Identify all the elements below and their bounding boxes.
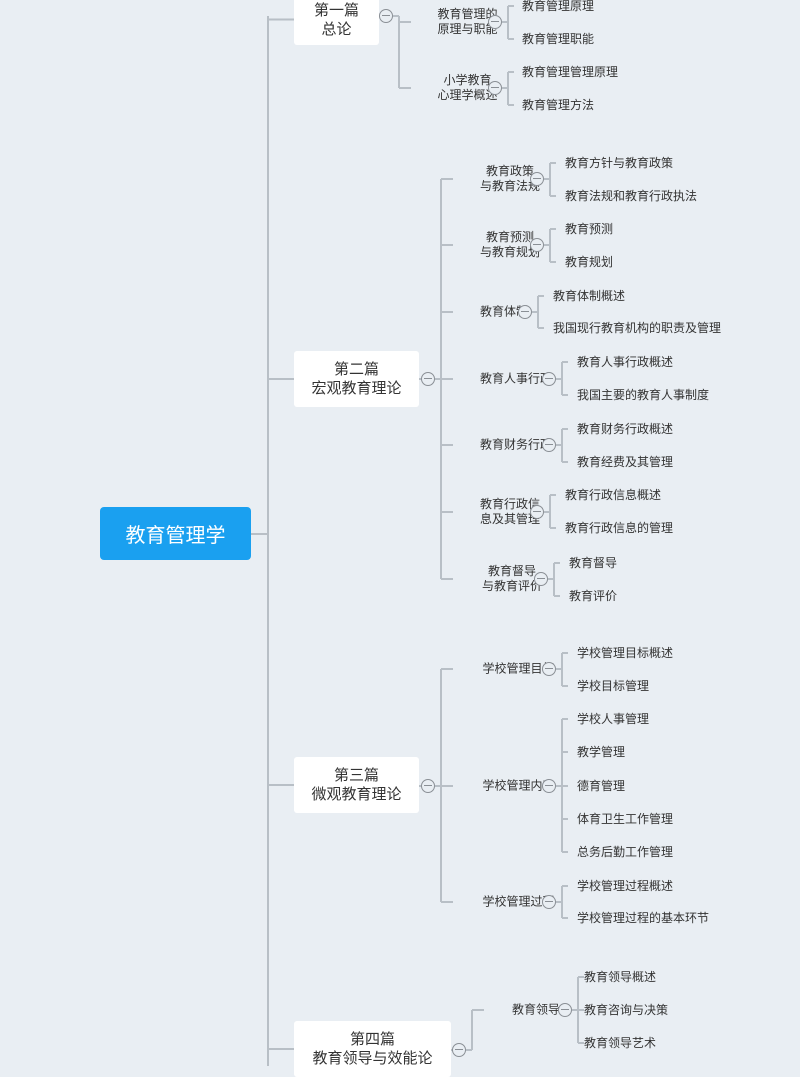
root-node[interactable]: 教育管理学 [100,507,251,560]
topic-node[interactable]: 教育督导与教育评价 [482,564,542,594]
topic-label-line: 小学教育 [443,73,492,87]
leaf-node[interactable]: 德育管理 [577,779,626,793]
leaf-node[interactable]: 教育方针与教育政策 [565,156,674,170]
part-node-4[interactable]: 第四篇教育领导与效能论 [294,1021,451,1077]
leaf-node[interactable]: 教育规划 [565,255,614,269]
topic-collapse-icon[interactable] [530,172,544,186]
topic-node[interactable]: 学校管理目标 [482,662,554,677]
topic-label-line: 教育领导 [511,1002,561,1017]
leaf-node[interactable]: 学校人事管理 [577,712,650,726]
leaf-node[interactable]: 我国主要的教育人事制度 [577,388,710,402]
leaf-node[interactable]: 教学管理 [577,745,626,759]
part-title: 第三篇 [333,766,379,784]
topic-label-line: 教育体制 [479,304,529,319]
part-node-1[interactable]: 第一篇总论 [294,0,379,45]
leaf-node[interactable]: 学校管理目标概述 [577,646,674,660]
part-node-3[interactable]: 第三篇微观教育理论 [294,757,419,813]
topic-node[interactable]: 教育财务行政 [480,438,552,453]
leaf-node[interactable]: 我国现行教育机构的职责及管理 [553,321,722,335]
leaf-node[interactable]: 教育管理原理 [522,0,595,13]
topic-node[interactable]: 教育体制 [480,305,528,320]
topic-label-line: 教育预测 [485,230,535,244]
topic-collapse-icon[interactable] [558,1003,572,1017]
topic-collapse-icon[interactable] [488,15,502,29]
leaf-node[interactable]: 教育行政信息概述 [565,488,662,502]
leaf-node[interactable]: 体育卫生工作管理 [577,812,674,826]
root-label: 教育管理学 [125,523,226,547]
topic-label-line: 息及其管理 [479,512,541,526]
leaf-node[interactable]: 教育领导艺术 [584,1036,657,1050]
topic-label-line: 原理与职能 [437,22,498,36]
leaf-node[interactable]: 教育预测 [565,222,614,236]
topic-collapse-icon[interactable] [542,662,556,676]
topic-collapse-icon[interactable] [534,572,548,586]
topic-label-line: 学校管理目标 [482,661,555,676]
part-node-2[interactable]: 第二篇宏观教育理论 [294,351,419,407]
leaf-node[interactable]: 教育人事行政概述 [577,355,674,369]
topic-node[interactable]: 教育人事行政 [480,372,552,387]
topic-collapse-icon[interactable] [542,438,556,452]
part-collapse-icon[interactable] [421,779,435,793]
leaf-node[interactable]: 教育行政信息的管理 [565,521,674,535]
topic-label-line: 教育政策 [485,164,535,178]
part-collapse-icon[interactable] [452,1043,466,1057]
topic-label-line: 心理学概述 [437,88,498,102]
leaf-node[interactable]: 学校管理过程的基本环节 [577,911,710,925]
topic-label-line: 教育管理的 [437,7,498,21]
topic-node[interactable]: 小学教育心理学概述 [437,73,497,103]
topic-label-line: 与教育评价 [481,579,543,593]
leaf-node[interactable]: 教育经费及其管理 [577,455,674,469]
leaf-node[interactable]: 教育管理方法 [522,98,595,112]
topic-label-line: 教育财务行政 [479,437,553,452]
topic-label-line: 与教育规划 [479,245,541,259]
leaf-node[interactable]: 教育财务行政概述 [577,422,674,436]
part-title: 第一篇 [313,0,359,19]
topic-collapse-icon[interactable] [542,895,556,909]
topic-node[interactable]: 学校管理过程 [482,895,554,910]
part-title: 第二篇 [333,360,379,378]
leaf-node[interactable]: 学校目标管理 [577,679,650,693]
topic-label-line: 学校管理内容 [482,778,555,793]
topic-label-line: 学校管理过程 [482,894,555,909]
part-subtitle: 总论 [321,19,352,38]
topic-label-line: 教育督导 [487,564,537,578]
leaf-node[interactable]: 教育评价 [569,589,618,603]
part-collapse-icon[interactable] [379,9,393,23]
topic-node[interactable]: 教育政策与教育法规 [480,164,540,194]
leaf-node[interactable]: 教育督导 [569,556,618,570]
leaf-node[interactable]: 教育管理管理原理 [522,65,619,79]
leaf-node[interactable]: 教育管理职能 [522,32,595,46]
leaf-node[interactable]: 教育体制概述 [553,289,626,303]
part-subtitle: 宏观教育理论 [311,379,402,397]
topic-node[interactable]: 教育预测与教育规划 [480,230,540,260]
topic-node[interactable]: 教育管理的原理与职能 [437,7,497,37]
leaf-node[interactable]: 教育法规和教育行政执法 [565,189,698,203]
part-subtitle: 教育领导与效能论 [312,1049,433,1067]
topic-collapse-icon[interactable] [530,238,544,252]
leaf-node[interactable]: 教育领导概述 [584,970,657,984]
leaf-node[interactable]: 总务后勤工作管理 [577,845,674,859]
topic-collapse-icon[interactable] [542,779,556,793]
topic-node[interactable]: 学校管理内容 [482,779,554,794]
topic-collapse-icon[interactable] [518,305,532,319]
topic-collapse-icon[interactable] [542,372,556,386]
topic-label-line: 与教育法规 [479,179,541,193]
topic-node[interactable]: 教育行政信息及其管理 [480,497,540,527]
topic-collapse-icon[interactable] [530,505,544,519]
topic-node[interactable]: 教育领导 [512,1003,560,1018]
part-subtitle: 微观教育理论 [311,785,402,803]
topic-collapse-icon[interactable] [488,81,502,95]
part-collapse-icon[interactable] [421,372,435,386]
topic-label-line: 教育人事行政 [479,371,553,386]
topic-label-line: 教育行政信 [479,497,541,511]
leaf-node[interactable]: 学校管理过程概述 [577,879,674,893]
leaf-node[interactable]: 教育咨询与决策 [584,1003,669,1017]
part-title: 第四篇 [349,1030,395,1048]
